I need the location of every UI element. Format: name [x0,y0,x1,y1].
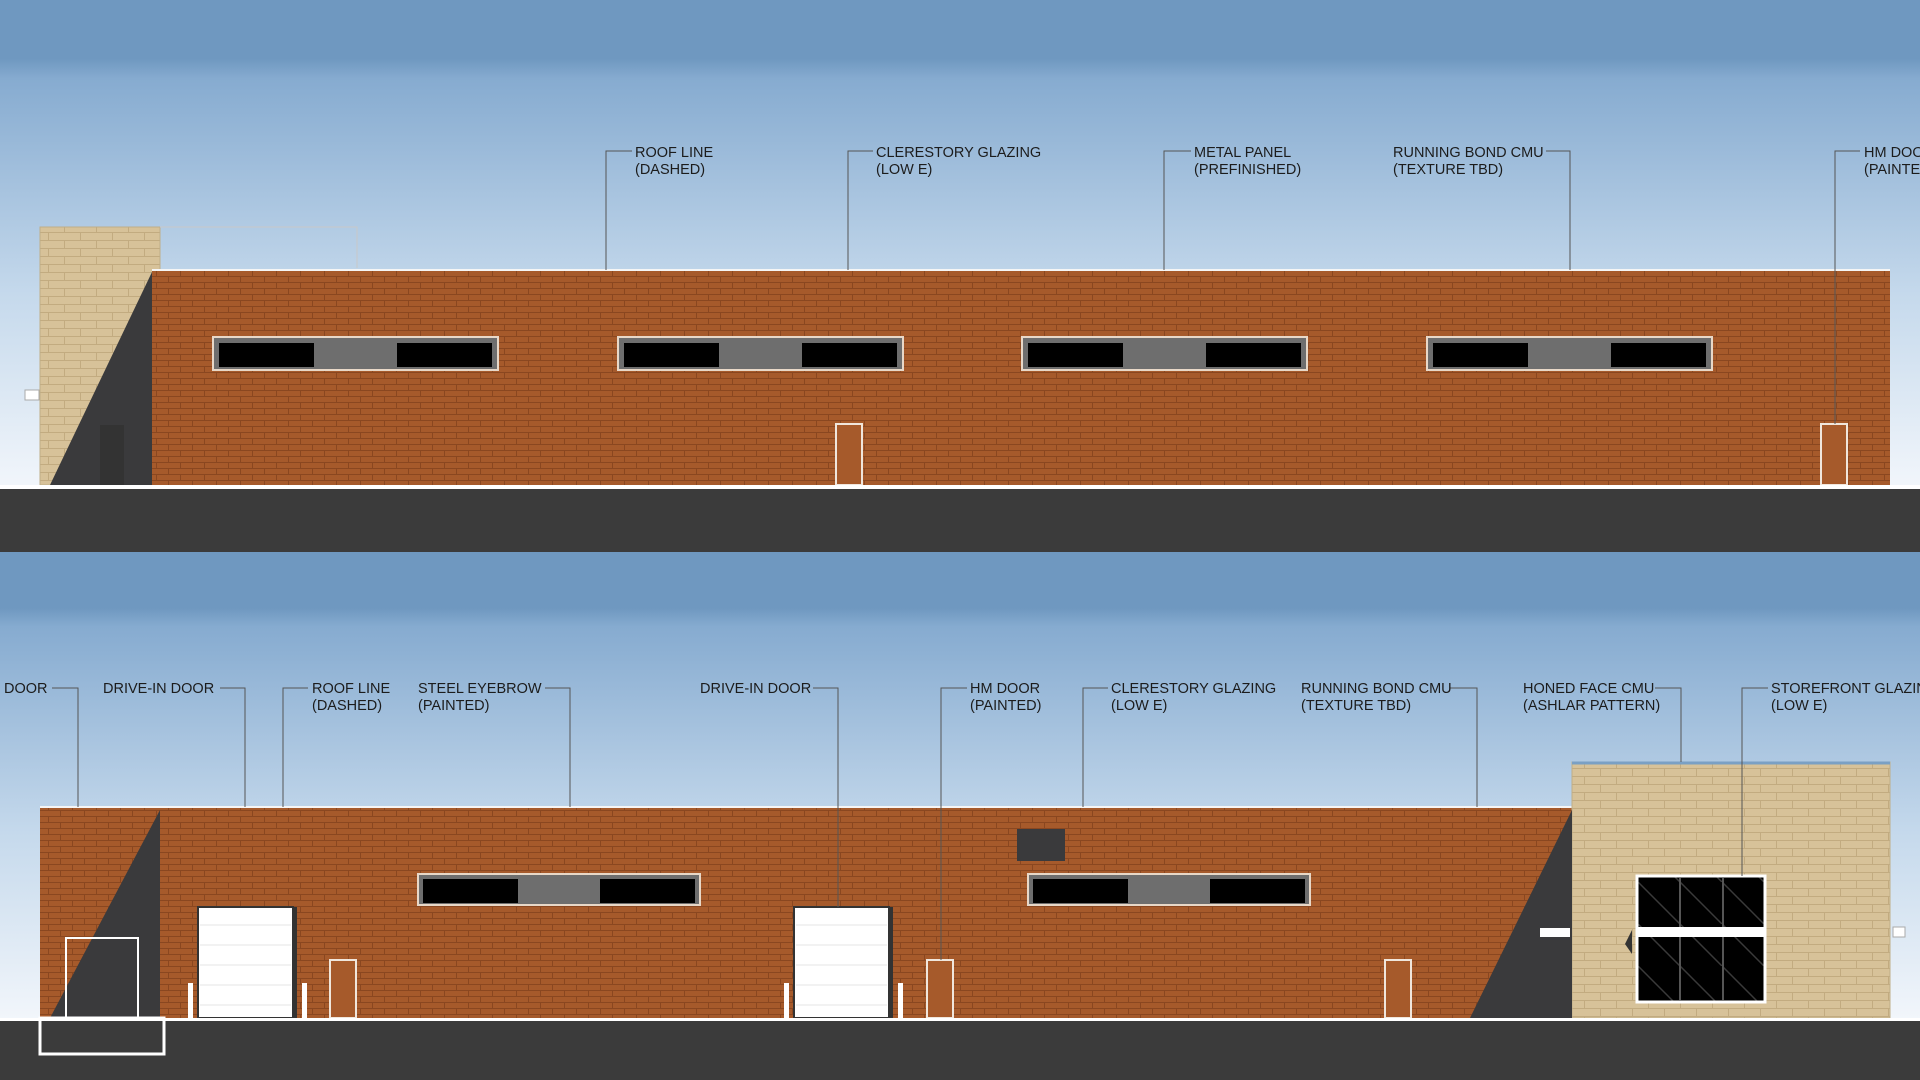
clerestory-windows-bottom [417,873,1311,906]
leader-lines-bottom [52,687,1768,960]
callout-storefront-glazing: STOREFRONT GLAZING(LOW E) [1771,681,1920,714]
callout-drive-in-door: DRIVE-IN DOOR [103,681,214,697]
callouts-bottom: DOOR DRIVE-IN DOOR ROOF LINE(DASHED) STE… [4,681,1920,714]
callout-honed-face-cmu: HONED FACE CMU(ASHLAR PATTERN) [1523,681,1660,714]
elevation-bottom: DOOR DRIVE-IN DOOR ROOF LINE(DASHED) STE… [0,552,1920,1080]
wall-light [1892,926,1906,938]
leader-lines-top [605,150,1860,424]
shadow-top [50,272,152,485]
clerestory-window [417,873,701,906]
callout-drive-in-door: DRIVE-IN DOOR [700,681,811,697]
vent-louver [1017,829,1065,861]
clerestory-window [617,336,904,371]
wall-light [24,389,40,401]
ground-top [0,489,1920,552]
callout-door: DOOR [4,681,48,697]
shadow-right-bottom [1470,810,1572,1018]
brick-wall-top [152,270,1890,485]
callouts-top: ROOF LINE(DASHED) CLERESTORY GLAZING(LOW… [635,145,1920,178]
clerestory-window [212,336,499,371]
elevation-top: ROOF LINE(DASHED) CLERESTORY GLAZING(LOW… [0,0,1920,552]
callout-roof-line: ROOF LINE(DASHED) [635,145,713,178]
hm-door [1384,959,1412,1019]
hm-door [926,959,954,1019]
ground-bottom [0,1021,1920,1080]
callout-metal-panel: METAL PANEL(PREFINISHED) [1194,145,1301,178]
hm-door [329,959,357,1019]
drive-in-door [197,906,297,1019]
callout-running-bond-cmu: RUNNING BOND CMU(TEXTURE TBD) [1301,681,1452,714]
callout-clerestory-glazing: CLERESTORY GLAZING(LOW E) [876,145,1041,178]
door-shadow-top [100,425,124,485]
clerestory-window [1426,336,1713,371]
callout-clerestory-glazing: CLERESTORY GLAZING(LOW E) [1111,681,1276,714]
roof-line-dashed [160,226,358,268]
hm-door [835,423,863,486]
callout-hm-door: HM DOOR(PAINTED) [970,681,1041,714]
clerestory-window [1027,873,1311,906]
hm-door [1820,423,1848,486]
clerestory-windows-top [212,336,1713,371]
callout-steel-eyebrow: STEEL EYEBROW(PAINTED) [418,681,542,714]
clerestory-window [1021,336,1308,371]
bollards [188,983,903,1018]
steel-eyebrow [1540,928,1570,937]
shadow-left-bottom [50,810,160,1018]
callout-roof-line: ROOF LINE(DASHED) [312,681,390,714]
callout-running-bond-cmu: RUNNING BOND CMU(TEXTURE TBD) [1393,145,1544,178]
drive-in-door [793,906,893,1019]
callout-hm-door: HM DOOR(PAINTED) [1864,145,1920,178]
storefront-glazing [1635,874,1767,1004]
